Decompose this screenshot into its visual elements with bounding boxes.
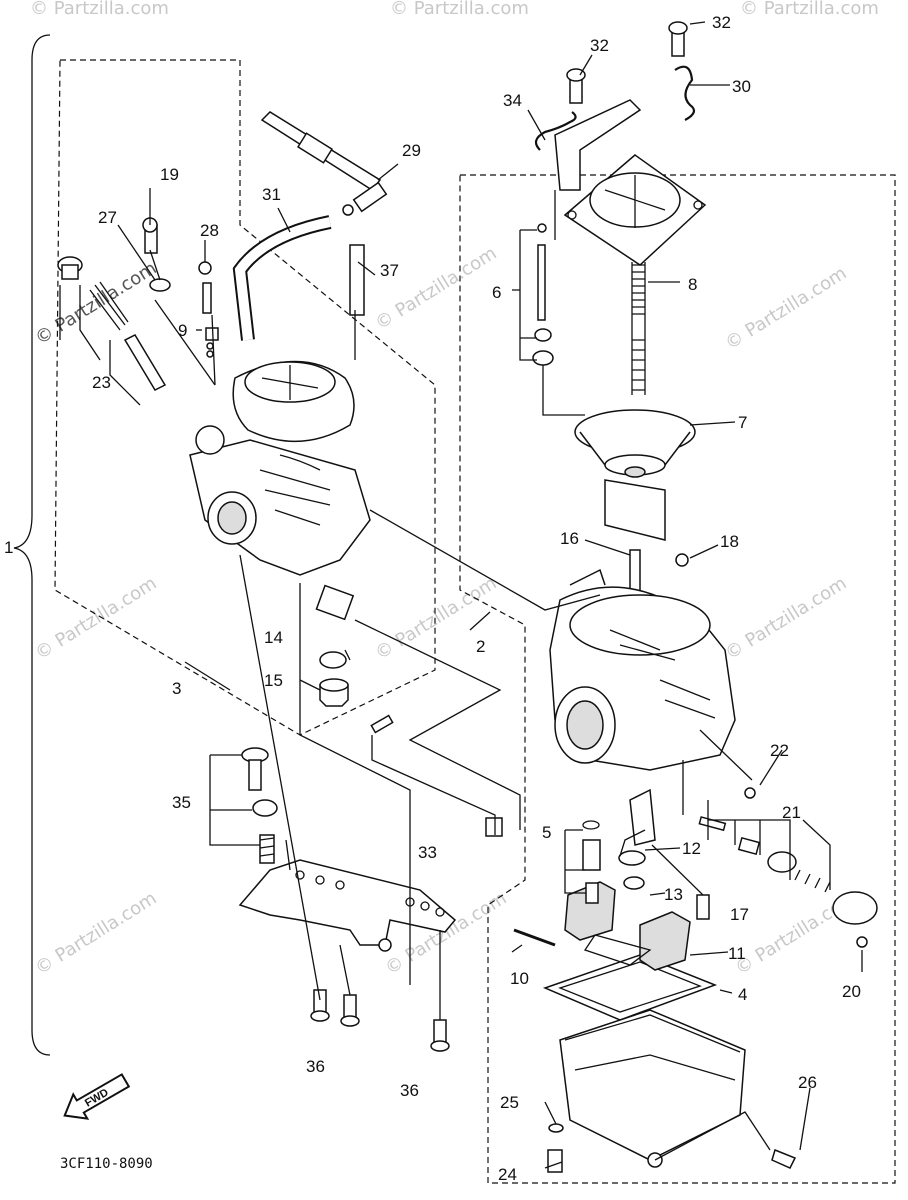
washer-14 bbox=[319, 651, 347, 669]
label-pointers bbox=[117, 21, 863, 1169]
needle-set-6 bbox=[532, 223, 554, 366]
clip-27 bbox=[149, 278, 171, 292]
label-18: 18 bbox=[720, 532, 739, 551]
label-6: 6 bbox=[492, 283, 501, 302]
piston-diaphragm-7 bbox=[574, 409, 696, 541]
screw-20 bbox=[856, 936, 868, 948]
label-29: 29 bbox=[402, 141, 421, 160]
top-cover bbox=[554, 99, 707, 266]
o-ring-25 bbox=[548, 1123, 564, 1133]
label-7: 7 bbox=[738, 413, 747, 432]
watermark: © Partzilla.com bbox=[722, 573, 851, 664]
watermark: © Partzilla.com bbox=[32, 573, 161, 664]
part-labels: 1 2 3 4 5 6 7 8 9 10 11 12 13 14 15 16 1… bbox=[4, 13, 861, 1184]
label-9: 9 bbox=[178, 321, 187, 340]
label-13: 13 bbox=[664, 885, 683, 904]
fitting-near-23 bbox=[195, 425, 225, 455]
pilot-screw-set-21 bbox=[698, 816, 878, 925]
spring-23 bbox=[89, 281, 129, 331]
watermark: © Partzilla.com bbox=[32, 258, 161, 349]
label-36: 36 bbox=[400, 1081, 419, 1100]
label-15: 15 bbox=[264, 671, 283, 690]
label-5: 5 bbox=[542, 823, 551, 842]
assembly-2-boundary bbox=[459, 174, 896, 1184]
label-8: 8 bbox=[688, 275, 697, 294]
spring-33 bbox=[485, 817, 503, 837]
label-10: 10 bbox=[510, 969, 529, 988]
label-35: 35 bbox=[172, 793, 191, 812]
screws-36 bbox=[310, 989, 450, 1052]
drain-screw-24 bbox=[547, 1149, 563, 1173]
springs-30-34 bbox=[534, 21, 696, 151]
screw-33 bbox=[370, 714, 394, 734]
watermark: © Partzilla.com bbox=[722, 263, 851, 354]
screw-set-35 bbox=[241, 747, 278, 864]
label-3: 3 bbox=[172, 679, 181, 698]
label-34: 34 bbox=[503, 91, 522, 110]
float-pin-10 bbox=[513, 928, 556, 947]
watermark: © Partzilla.com bbox=[740, 0, 879, 19]
label-4: 4 bbox=[738, 985, 747, 1004]
label-1: 1 bbox=[4, 538, 13, 557]
label-24: 24 bbox=[498, 1165, 517, 1184]
label-28: 28 bbox=[200, 221, 219, 240]
screw-18 bbox=[675, 553, 689, 567]
fwd-arrow-icon: FWD bbox=[63, 1073, 131, 1120]
label-25: 25 bbox=[500, 1093, 519, 1112]
needle-valve-13 bbox=[623, 876, 645, 890]
float-bowl bbox=[559, 1009, 746, 1168]
gasket-4 bbox=[542, 954, 718, 1021]
label-16: 16 bbox=[560, 529, 579, 548]
needle-9 bbox=[202, 282, 212, 314]
left-small-parts bbox=[57, 217, 225, 455]
screw-26 bbox=[771, 1148, 797, 1169]
watermark: © Partzilla.com bbox=[390, 0, 529, 19]
label-14: 14 bbox=[264, 628, 283, 647]
spring-8 bbox=[631, 262, 646, 395]
label-19: 19 bbox=[160, 165, 179, 184]
label-36: 36 bbox=[306, 1057, 325, 1076]
label-26: 26 bbox=[798, 1073, 817, 1092]
watermark: © Partzilla.com bbox=[32, 888, 161, 979]
vent-hose-37 bbox=[349, 244, 365, 316]
label-31: 31 bbox=[262, 185, 281, 204]
part-28 bbox=[198, 261, 212, 275]
left-carburetor-body bbox=[189, 360, 371, 621]
assembly-brace bbox=[13, 34, 51, 1056]
leader-lines bbox=[59, 190, 831, 1161]
watermark: © Partzilla.com bbox=[372, 243, 501, 334]
plug-22 bbox=[744, 787, 756, 799]
valve-17 bbox=[696, 894, 710, 920]
label-11: 11 bbox=[728, 944, 746, 963]
label-17: 17 bbox=[730, 905, 749, 924]
label-21: 21 bbox=[782, 803, 801, 822]
bracket-top bbox=[554, 99, 642, 191]
watermarks: © Partzilla.com © Partzilla.com © Partzi… bbox=[30, 0, 879, 979]
label-33: 33 bbox=[418, 843, 437, 862]
label-22: 22 bbox=[770, 741, 789, 760]
floats-11 bbox=[564, 881, 691, 971]
washer-12 bbox=[618, 850, 646, 866]
jets-5 bbox=[582, 820, 601, 904]
label-2: 2 bbox=[476, 637, 485, 656]
diagram-code: 3CF110-8090 bbox=[60, 1156, 153, 1172]
label-20: 20 bbox=[842, 982, 861, 1001]
watermark: © Partzilla.com bbox=[30, 0, 169, 19]
cover-21 bbox=[832, 891, 878, 925]
label-12: 12 bbox=[682, 839, 701, 858]
fuel-fitting-29 bbox=[260, 111, 388, 216]
right-carburetor-body bbox=[549, 568, 736, 846]
label-32: 32 bbox=[712, 13, 731, 32]
label-37: 37 bbox=[380, 261, 399, 280]
label-23: 23 bbox=[92, 373, 111, 392]
label-27: 27 bbox=[98, 208, 117, 227]
label-30: 30 bbox=[732, 77, 751, 96]
label-32: 32 bbox=[590, 36, 609, 55]
